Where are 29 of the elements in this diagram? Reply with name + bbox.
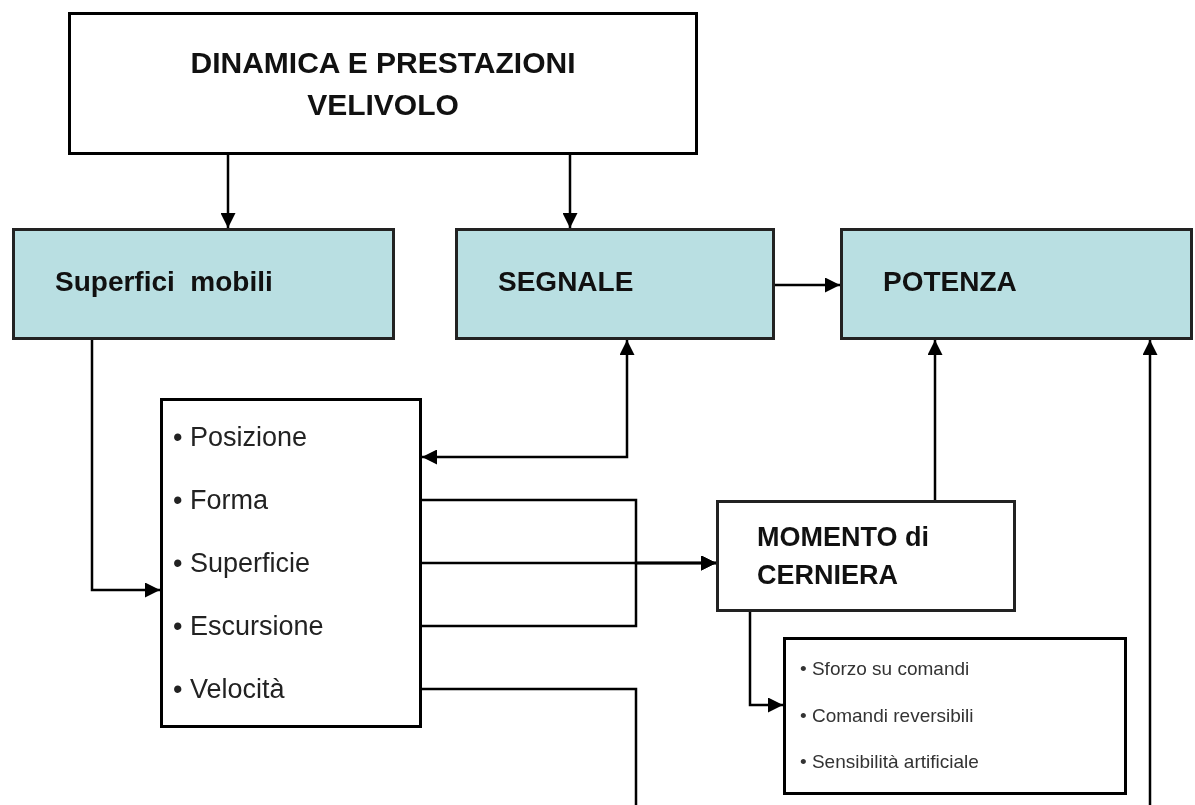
process-box <box>840 228 1193 340</box>
connector-arrow <box>562 155 578 228</box>
box-label: DINAMICA E PRESTAZIONI VELIVOLO <box>189 44 577 123</box>
list-item: • Comandi reversibili <box>800 703 975 728</box>
process-box <box>455 228 775 340</box>
list-item: • Superficie <box>173 546 311 580</box>
connector-arrow <box>775 277 840 293</box>
list-item: • Velocità <box>173 672 285 706</box>
box-label: MOMENTO di CERNIERA <box>757 521 930 592</box>
connector-arrow <box>927 340 943 500</box>
connector-arrow <box>1142 340 1158 805</box>
connector-arrow <box>422 340 635 465</box>
list-item: • Sensibilità artificiale <box>800 750 980 775</box>
title-box <box>68 12 698 155</box>
box-label: Superfici mobili <box>55 265 273 299</box>
list-item: • Escursione <box>173 609 324 643</box>
connector-arrow <box>748 612 783 713</box>
list-item: • Posizione <box>173 420 308 454</box>
list-box <box>160 398 422 728</box>
connector-arrow <box>220 155 236 228</box>
process-box <box>12 228 395 340</box>
connector-arrow <box>422 555 716 628</box>
list-item: • Forma <box>173 483 268 517</box>
process-box <box>716 500 1016 612</box>
list-item: • Sforzo su comandi <box>800 657 971 682</box>
box-label: SEGNALE <box>498 265 634 299</box>
box-label: POTENZA <box>883 265 1017 299</box>
connector-arrow <box>90 340 160 598</box>
list-box <box>783 637 1127 795</box>
